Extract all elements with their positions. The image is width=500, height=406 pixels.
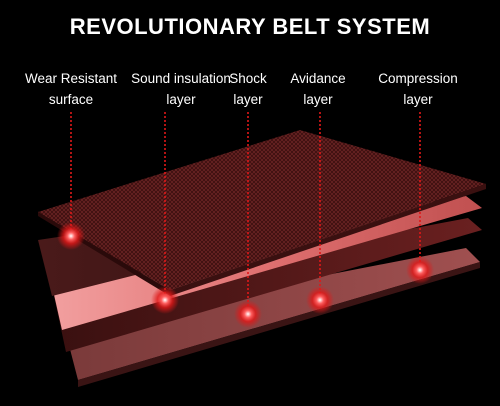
sound-marker-dot (151, 286, 179, 314)
label-wear-resistant-surface: Wear Resistant surface (12, 68, 130, 110)
label-line-1: Wear Resistant (24, 71, 118, 86)
label-shock-layer: Shock layer (222, 68, 274, 110)
avidance-layer-sheet (54, 218, 482, 352)
compression-layer-sheet (64, 248, 480, 380)
label-line-2: layer (233, 92, 263, 107)
label-line-2: surface (48, 92, 94, 107)
label-line-2: layer (166, 92, 196, 107)
label-sound-insulation-layer: Sound insulation layer (118, 68, 244, 110)
shock-marker-dot (234, 300, 262, 328)
label-line-1: Avidance (290, 71, 346, 86)
label-line-1: Sound insulation (131, 71, 231, 86)
avidance-marker-dot (306, 286, 334, 314)
wear-marker-dot (57, 222, 85, 250)
compression-marker-dot (406, 256, 434, 284)
wear-resistant-surface-sheet (38, 130, 486, 290)
diagram-title: REVOLUTIONARY BELT SYSTEM (69, 14, 431, 39)
label-line-2: layer (403, 92, 433, 107)
label-compression-layer: Compression layer (370, 68, 466, 110)
label-avidance-layer: Avidance layer (282, 68, 354, 110)
label-line-1: Compression (378, 71, 458, 86)
label-line-2: layer (303, 92, 333, 107)
label-line-1: Shock (229, 71, 267, 86)
